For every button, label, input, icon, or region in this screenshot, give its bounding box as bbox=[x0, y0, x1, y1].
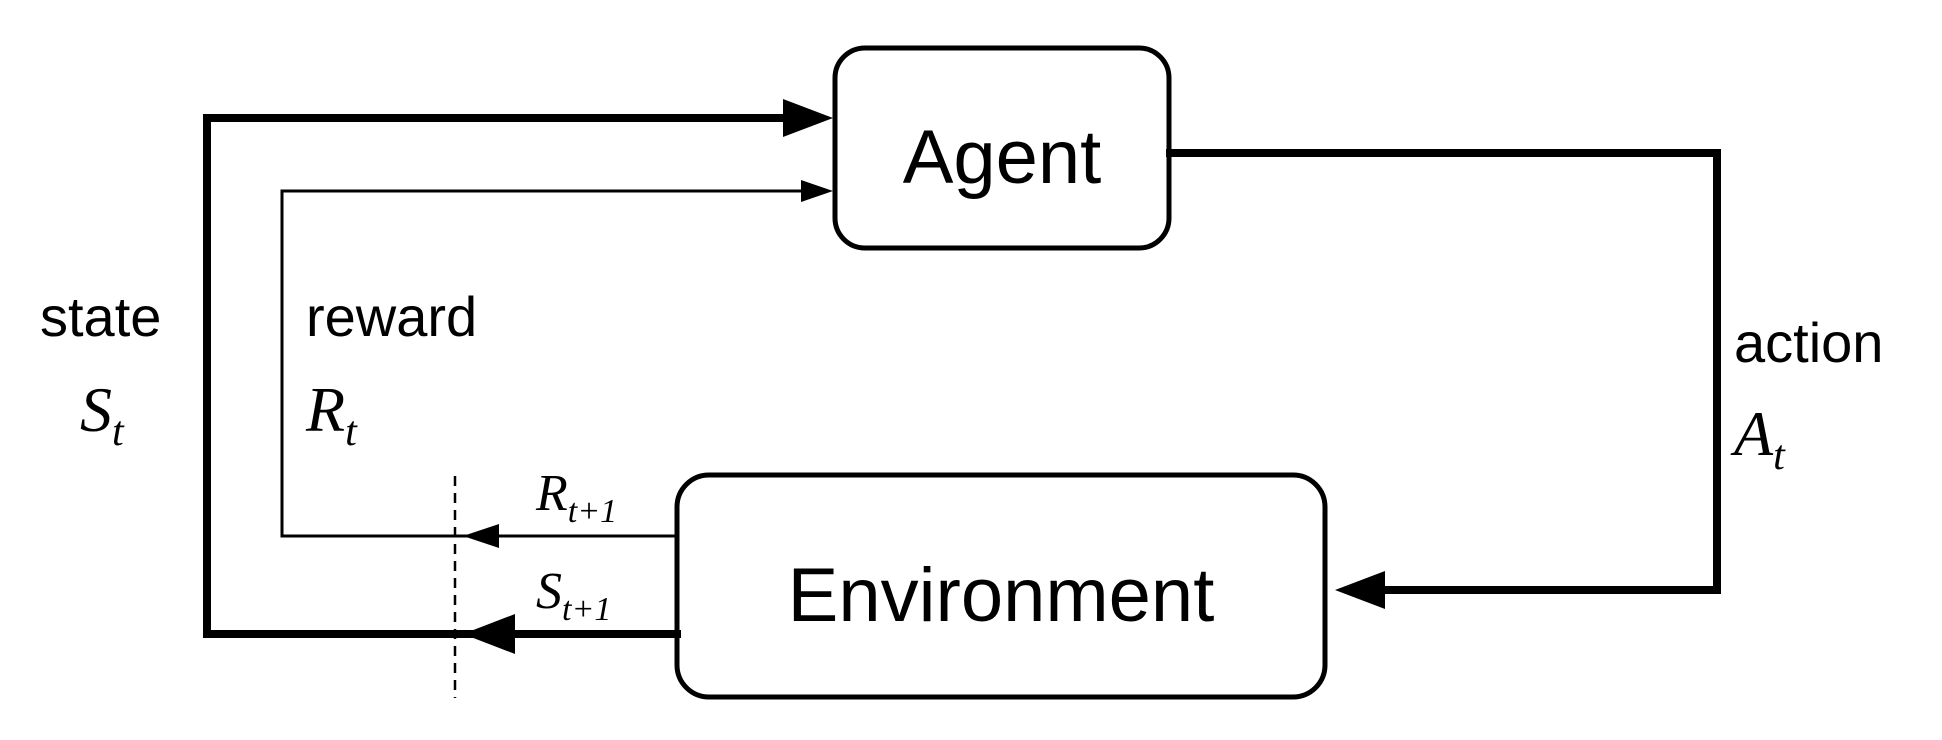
reward-symbol: Rt bbox=[305, 374, 358, 455]
action-label: action bbox=[1734, 311, 1883, 374]
action-arrow bbox=[1166, 149, 1721, 609]
action-label-group: action At bbox=[1730, 311, 1883, 479]
state-symbol: St bbox=[80, 374, 125, 455]
environment-box-label: Environment bbox=[788, 553, 1215, 638]
environment-box: Environment bbox=[674, 472, 1328, 700]
state-label-group: state St bbox=[40, 285, 161, 455]
reward-label-group: reward Rt bbox=[305, 285, 477, 455]
reward-arrow bbox=[280, 180, 833, 548]
next-state-symbol: St+1 bbox=[536, 563, 611, 628]
agent-box: Agent bbox=[832, 45, 1172, 251]
next-reward-symbol: Rt+1 bbox=[535, 465, 617, 530]
action-symbol: At bbox=[1730, 398, 1786, 479]
state-arrow bbox=[203, 99, 833, 654]
state-label: state bbox=[40, 285, 161, 348]
agent-box-label: Agent bbox=[903, 115, 1102, 200]
reward-label: reward bbox=[306, 285, 477, 348]
